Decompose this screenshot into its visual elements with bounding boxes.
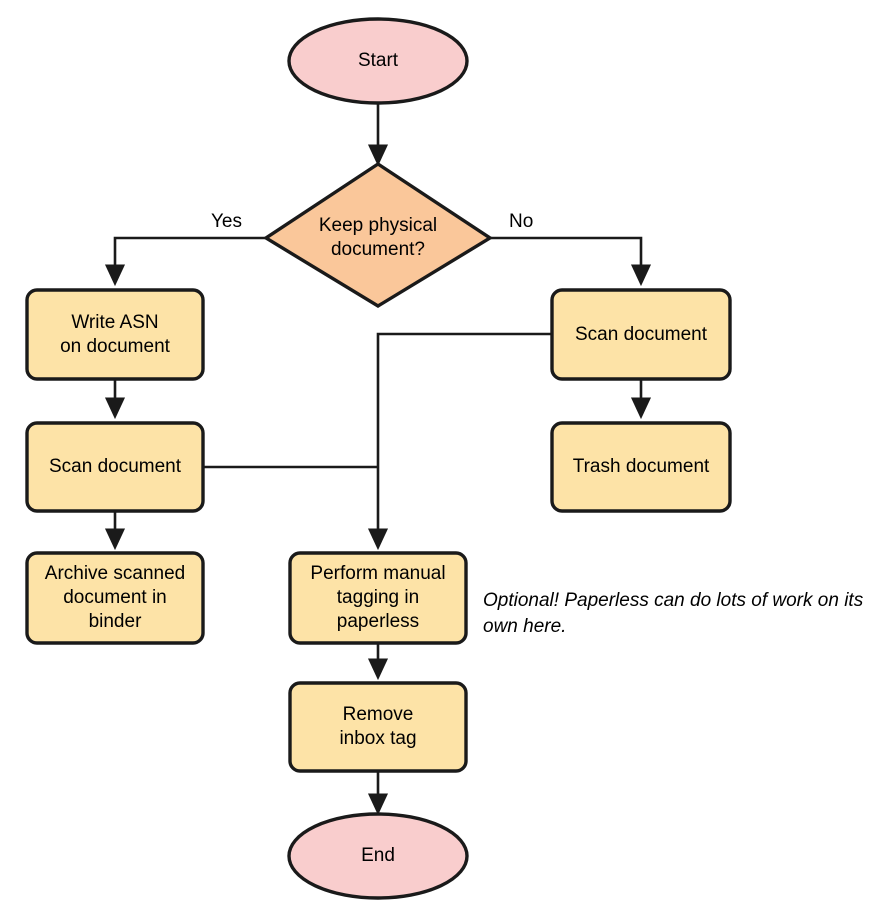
node-scan-left-shape[interactable] (25, 421, 205, 513)
edge-decision-no-to-scan-right (490, 236, 652, 287)
node-remove-inbox-shape[interactable] (288, 681, 468, 773)
edge-decision-yes-to-write-asn (104, 236, 266, 287)
node-trash-shape[interactable] (550, 421, 732, 513)
connector-group (104, 100, 652, 816)
optional-note: Optional! Paperless can do lots of work … (483, 590, 864, 637)
node-archive-shape[interactable] (25, 551, 205, 645)
node-write-asn-shape[interactable] (25, 288, 205, 381)
node-start-shape[interactable] (287, 17, 469, 105)
node-decision-shape[interactable] (262, 161, 494, 308)
edge-scan-right-to-manual-tagging (367, 332, 552, 551)
edge-label-yes: Yes (211, 211, 242, 232)
node-end-shape[interactable] (287, 812, 469, 900)
edge-label-no: No (509, 211, 534, 232)
node-manual-tagging-shape[interactable] (288, 551, 468, 645)
node-scan-right-shape[interactable] (550, 288, 732, 381)
